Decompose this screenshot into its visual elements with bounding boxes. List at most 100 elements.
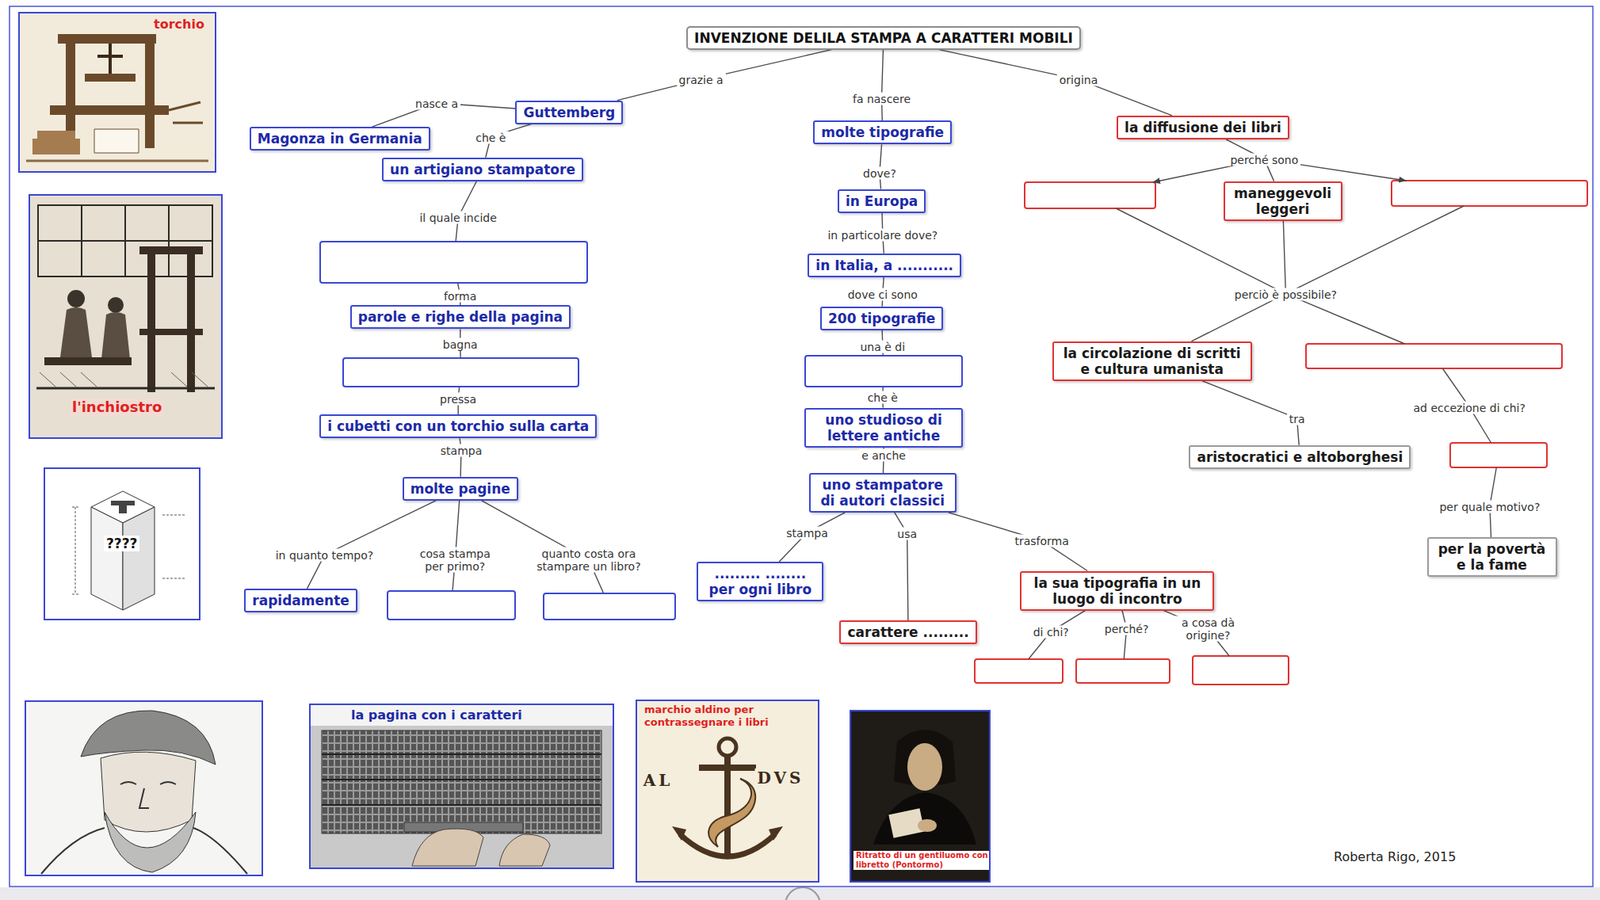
blank-box [1305, 343, 1562, 369]
workers [60, 307, 130, 359]
picture-frame: l'inchiostro [28, 194, 223, 440]
type-piece-illustration [45, 469, 199, 619]
type-letter [110, 500, 135, 514]
link-label: cosa stampa per primo? [411, 546, 500, 573]
note-holder: quanto costa ora stampare un libro? [524, 546, 653, 573]
concept-box: in Europa [837, 189, 926, 214]
picture-ground [637, 701, 818, 882]
concept-text: molte pagine [410, 481, 511, 497]
picture-frame [25, 701, 263, 876]
bottom-band [0, 887, 1600, 900]
table [44, 357, 132, 366]
concept-box: 200 tipografie [820, 306, 944, 331]
link-label-holder: fa nascere [850, 90, 913, 106]
link-label-holder: dove ci sono [845, 286, 921, 302]
note-holder: una è di [857, 338, 908, 354]
link-label-holder: dove? [860, 164, 899, 180]
concept-text: rapidamente [252, 592, 350, 609]
concept-box: per la povertà e la fame [1427, 537, 1558, 577]
page-frame [9, 6, 1593, 887]
link-label-holder: grazie a [676, 72, 726, 88]
link-label: a cosa dà origine? [1172, 616, 1245, 642]
body [873, 792, 977, 845]
dolphin [708, 778, 756, 848]
connector [1202, 381, 1299, 446]
link-label-holder: origina [1057, 72, 1100, 88]
link-label: che è [865, 390, 901, 404]
connector [617, 49, 833, 101]
hand [917, 819, 937, 833]
books [32, 130, 81, 155]
concept-box: molte tipografie [813, 120, 952, 145]
picture-frame: torchio [18, 11, 217, 173]
concept-text: la circolazione di scritti e cultura uma… [1060, 345, 1245, 378]
connector [882, 49, 884, 122]
link-label: bagna [440, 337, 481, 351]
type-front [91, 507, 123, 611]
blank-box [1024, 182, 1156, 209]
concept-text: i cubetti con un torchio sulla carta [327, 418, 589, 435]
hatching [39, 372, 208, 387]
concept-box: parole e righe della pagina [350, 305, 571, 329]
type-page-illustration [310, 705, 613, 868]
blank-box [1450, 442, 1547, 468]
dimension-lines [72, 507, 187, 595]
link-label-holder: stampa [438, 442, 485, 458]
link-label: dove ci sono [845, 287, 921, 301]
face [100, 752, 196, 833]
concept-text: la sua tipografia in un luogo di incontr… [1027, 575, 1207, 608]
note-holder: DVS [755, 768, 807, 788]
aldine-mark-illustration [637, 701, 818, 882]
concept-box: la diffusione dei libri [1116, 115, 1290, 140]
anchor-arms [679, 834, 776, 857]
link-label-holder: in particolare dove? [824, 227, 940, 243]
link-label: e anche [859, 449, 909, 463]
link-label-holder: usa [894, 526, 920, 542]
workshop-illustration [30, 195, 222, 438]
shoulders [41, 828, 248, 875]
link-label: in quanto tempo? [273, 549, 377, 562]
note-holder: il quale incide [416, 210, 499, 226]
link-label-holder: stampa [783, 525, 830, 541]
concept-text: un artigiano stampatore [389, 161, 576, 178]
picture-caption: torchio [151, 16, 207, 33]
note-holder: che è [865, 389, 901, 405]
note-holder: per quale motivo? [1436, 498, 1543, 514]
link-label-holder: perciò è possibile? [1232, 286, 1340, 302]
connector [1191, 221, 1286, 342]
hands [412, 828, 550, 867]
concept-box: la circolazione di scritti e cultura uma… [1052, 341, 1253, 382]
note-holder: a cosa dà origine? [1172, 616, 1245, 643]
link-label: il quale incide [416, 211, 499, 225]
link-label-holder: perché sono [1227, 151, 1301, 167]
press-handle [168, 102, 203, 123]
concept-box: rapidamente [244, 588, 358, 613]
picture-caption: l'inchiostro [69, 398, 165, 417]
link-label-holder: trasforma [1011, 533, 1071, 549]
picture-ground [30, 195, 222, 438]
note-holder: cosa stampa per primo? [411, 546, 500, 573]
link-label-holder: che è [473, 129, 508, 145]
blank-box [343, 358, 579, 387]
concept-text: molte tipografie [821, 124, 944, 141]
floor [26, 160, 209, 163]
link-label-holder: tra [1286, 410, 1308, 426]
blank-box [974, 659, 1063, 684]
concept-text: carattere ......... [847, 624, 969, 641]
note-holder: ad eccezione di chi? [1410, 399, 1528, 415]
scroll-knob [785, 887, 821, 900]
connector [948, 512, 1088, 572]
picture-frame: Ritratto di un gentiluomo con libretto (… [849, 710, 991, 883]
concept-text: ......... ........ per ogni libro [704, 565, 816, 598]
note-holder: pressa [437, 391, 479, 407]
concept-text: 200 tipografie [828, 310, 936, 327]
note-holder: Roberta Rigo, 2015 [1331, 849, 1459, 866]
concept-box: in Italia, a ........... [807, 253, 962, 278]
concept-box: ......... ........ per ogni libro [696, 561, 824, 602]
picture-frame: marchio aldino per contrassegnare i libr… [635, 699, 820, 883]
windows [38, 205, 213, 277]
press-screw [97, 43, 123, 74]
beard [104, 812, 196, 873]
connector [306, 500, 436, 590]
